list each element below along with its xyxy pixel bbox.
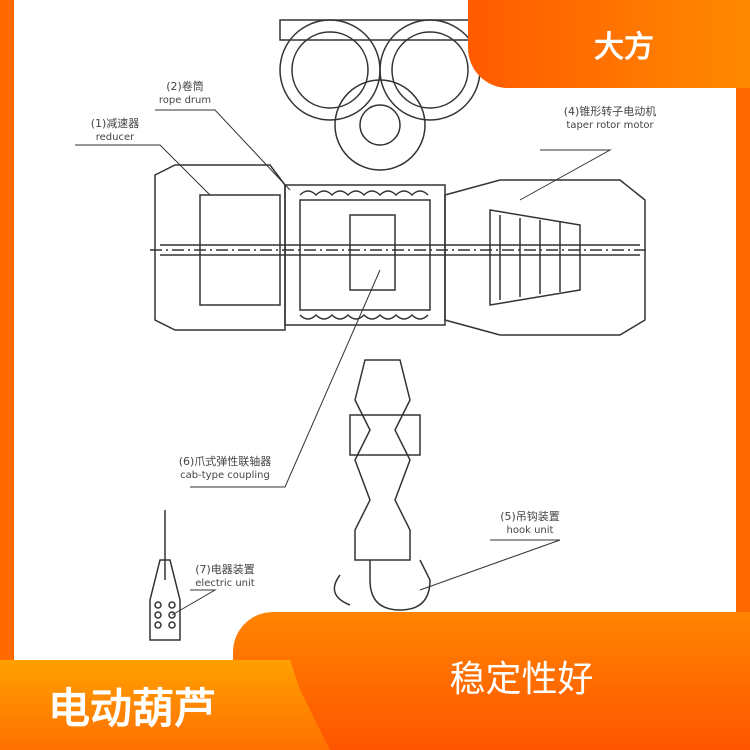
feature-text: 稳定性好	[449, 659, 594, 700]
brand-text: 大方	[594, 30, 654, 65]
product-name-text: 电动葫芦	[48, 683, 217, 733]
brand-badge: 大方	[468, 0, 750, 88]
product-name-banner: 电动葫芦	[0, 660, 330, 750]
feature-banner: 稳定性好	[233, 612, 750, 750]
